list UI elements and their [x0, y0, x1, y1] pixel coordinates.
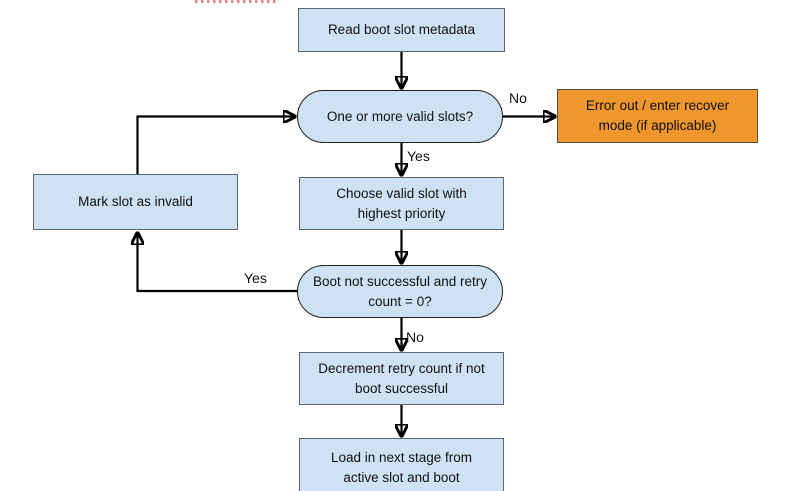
clipped-red-text-artifact [195, 0, 279, 3]
node-error-out-recover-mode: Error out / enter recover mode (if appli… [557, 89, 758, 143]
node-decrement-retry-count: Decrement retry count if not boot succes… [299, 352, 504, 405]
node-label: Choose valid slot with highest priority [336, 185, 467, 221]
node-label: Mark slot as invalid [78, 194, 193, 209]
node-label: Read boot slot metadata [327, 22, 476, 37]
edge-label-no-to-error: No [509, 90, 527, 106]
node-decision-valid-slots: One or more valid slots? [297, 90, 503, 143]
node-choose-valid-slot: Choose valid slot with highest priority [299, 177, 504, 230]
node-mark-slot-invalid: Mark slot as invalid [33, 174, 238, 230]
node-label: Error out / enter recover mode (if appli… [585, 98, 730, 133]
edge-label-yes-to-choose: Yes [407, 148, 430, 164]
edge-label-no-to-decrement: No [406, 329, 424, 345]
node-decision-boot-not-successful: Boot not successful and retry count = 0? [297, 265, 503, 318]
node-label: Load in next stage from active slot and … [330, 450, 473, 485]
node-read-boot-slot-metadata: Read boot slot metadata [298, 8, 505, 52]
edge-mark-to-valid [136, 117, 296, 175]
node-label: Boot not successful and retry count = 0? [312, 273, 488, 309]
edge-label-yes-to-mark: Yes [244, 270, 267, 286]
node-label: One or more valid slots? [326, 108, 474, 124]
node-load-next-stage: Load in next stage from active slot and … [299, 438, 504, 491]
edge-bootcheck-to-mark-yes [138, 233, 297, 293]
node-label: Decrement retry count if not boot succes… [318, 360, 485, 396]
